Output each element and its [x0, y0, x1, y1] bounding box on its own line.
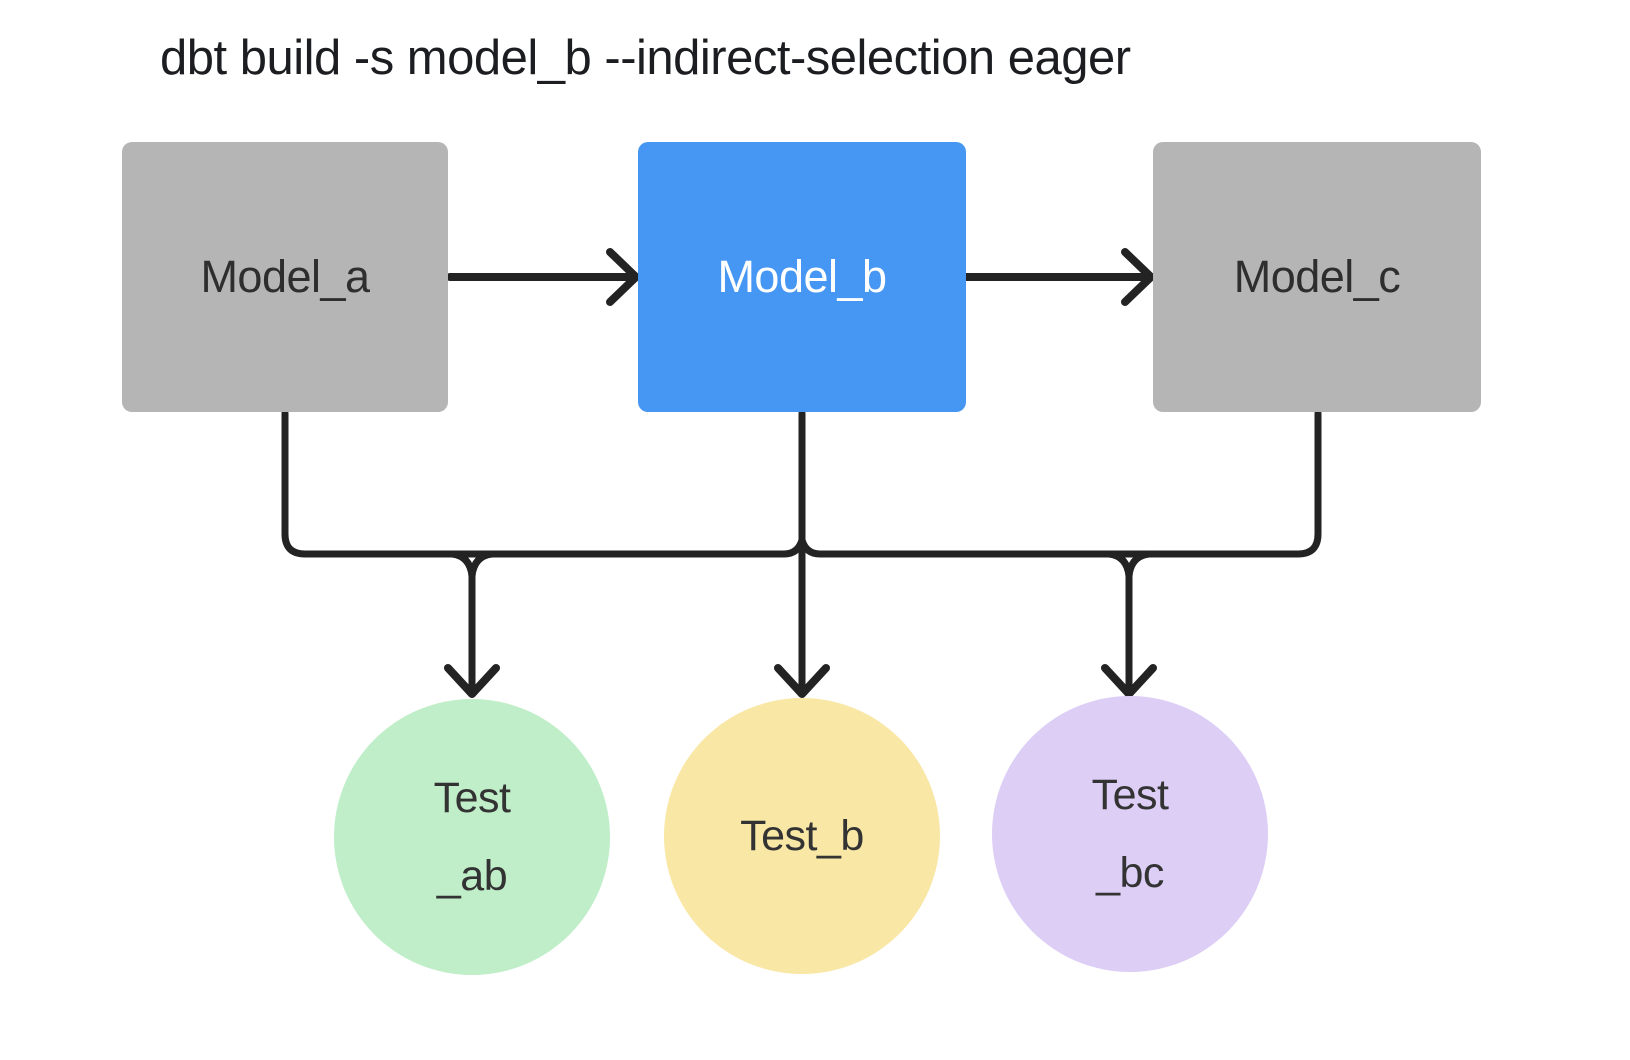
test-label-line2: _ab [436, 852, 508, 900]
node-test-ab: Test _ab [334, 699, 610, 975]
node-model-b: Model_b [638, 142, 966, 412]
node-model-c: Model_c [1153, 142, 1481, 412]
test-label-line1: Test_b [740, 812, 864, 860]
edge-model-b-to-test-b [774, 409, 830, 698]
edge-model-a-to-model-b [446, 248, 640, 306]
test-label-line2: _bc [1096, 849, 1164, 897]
bus-from-model-a [281, 409, 806, 558]
node-model-a: Model_a [122, 142, 448, 412]
edge-model-b-to-model-c [962, 248, 1155, 306]
node-label: Model_b [717, 251, 887, 302]
node-test-b: Test_b [664, 698, 940, 974]
test-label-line1: Test [1091, 771, 1169, 819]
node-label: Model_c [1233, 251, 1401, 302]
edge-bus-to-test-ab [444, 550, 500, 698]
edge-bus-to-test-bc [1101, 550, 1157, 698]
node-label: Model_a [200, 251, 370, 302]
bus-from-model-c [798, 409, 1322, 558]
diagram-title: dbt build -s model_b --indirect-selectio… [160, 31, 1131, 85]
test-label-line1: Test [433, 774, 511, 822]
node-test-bc: Test _bc [992, 696, 1268, 972]
